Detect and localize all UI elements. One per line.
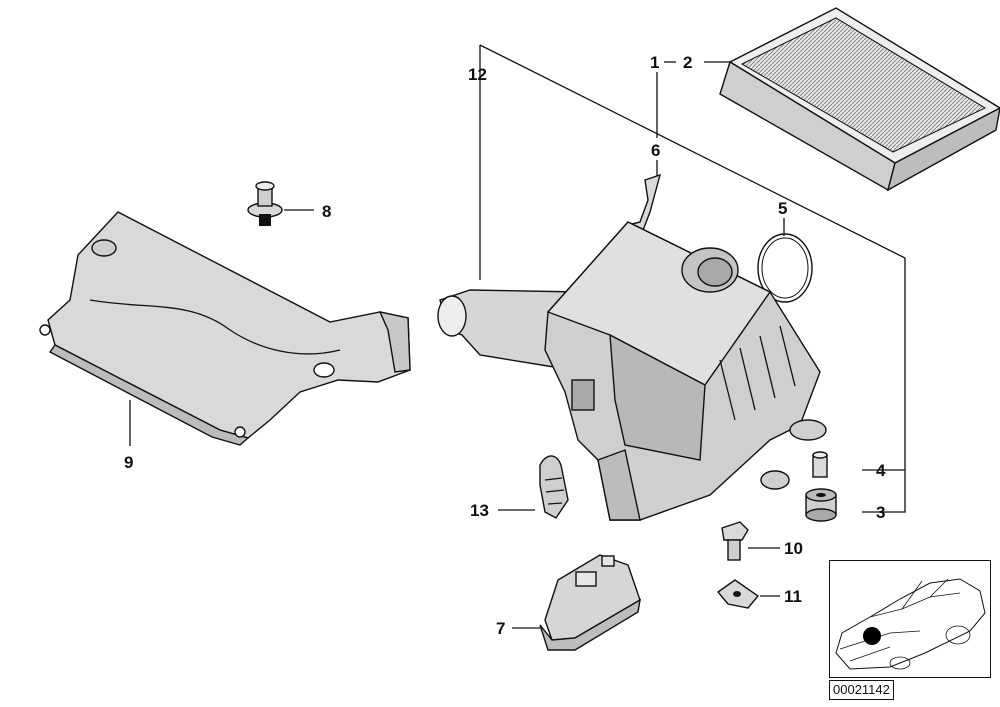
rubber-mount (805, 488, 837, 522)
label-1: 1 (650, 53, 659, 72)
label-12: 12 (468, 65, 487, 84)
reference-code: 00021142 (829, 680, 894, 700)
seal-ring (757, 233, 813, 303)
housing-ribs (719, 325, 796, 421)
label-11: 11 (784, 587, 802, 606)
part-labels: 1 2 12 6 5 8 9 4 3 13 10 11 7 (124, 53, 886, 638)
bracket (539, 554, 641, 651)
label-2: 2 (683, 53, 692, 72)
hex-bolt (721, 521, 749, 561)
vehicle-reference-box (829, 560, 991, 678)
car-outline-icon (835, 578, 986, 670)
label-13: 13 (470, 501, 489, 520)
label-5: 5 (778, 199, 787, 218)
push-rivet (247, 181, 283, 226)
air-filter-element (719, 7, 1000, 192)
label-10: 10 (784, 539, 803, 558)
label-6: 6 (651, 141, 660, 160)
label-8: 8 (322, 202, 331, 221)
leader-lines (129, 44, 906, 629)
connector (539, 455, 569, 519)
label-7: 7 (496, 619, 505, 638)
air-filter-housing (437, 221, 827, 521)
label-3: 3 (876, 503, 885, 522)
sleeve (812, 451, 828, 478)
label-9: 9 (124, 453, 133, 472)
nut-clip (716, 579, 760, 609)
location-marker-icon (863, 627, 881, 645)
label-4: 4 (876, 461, 886, 480)
intake-duct-cover (39, 211, 411, 446)
